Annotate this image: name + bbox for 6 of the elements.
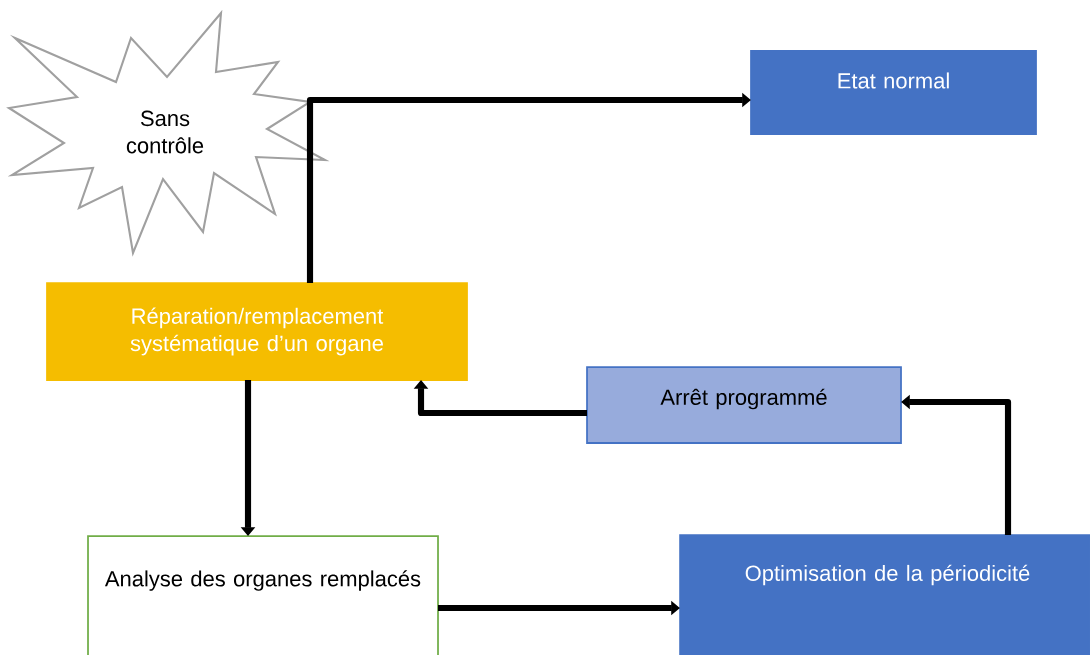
starburst: Sans contrôle (6, 9, 330, 257)
process-box: Etat normal (750, 50, 1037, 135)
process-box: Analyse des organes remplacés (87, 535, 439, 655)
process-box: Réparation/remplacement systématique d’un organe (46, 282, 468, 381)
process-box: Arrêt programmé (586, 366, 902, 444)
process-box: Optimisation de la périodicité (679, 534, 1090, 655)
